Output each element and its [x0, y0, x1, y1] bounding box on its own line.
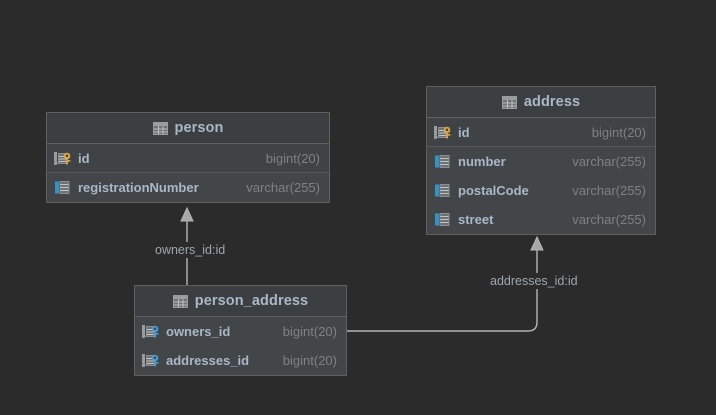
- column-name: number: [458, 154, 506, 169]
- entity-person-address-columns: owners_id bigint(20): [135, 317, 346, 375]
- column-row-address-street[interactable]: street varchar(255): [427, 205, 655, 234]
- entity-address-header: address: [427, 87, 655, 118]
- foreign-key-icon: [141, 324, 161, 339]
- entity-address[interactable]: address: [426, 86, 656, 235]
- column-name: id: [458, 124, 470, 140]
- foreign-key-icon: [141, 353, 161, 368]
- column-row-person-address-addresses-id[interactable]: addresses_id bigint(20): [135, 346, 346, 375]
- entity-person-header: person: [47, 113, 329, 144]
- relationship-label-owners-id: owners_id:id: [152, 242, 229, 258]
- table-icon: [172, 294, 188, 308]
- primary-key-icon: [433, 125, 453, 140]
- column-icon: [434, 154, 453, 169]
- entity-person-address[interactable]: person_address: [134, 285, 347, 376]
- column-type: bigint(20): [282, 353, 337, 368]
- column-type: varchar(255): [572, 154, 646, 169]
- column-icon: [434, 212, 453, 227]
- entity-person-address-header: person_address: [135, 286, 346, 317]
- entity-person-title: person: [174, 120, 224, 136]
- entity-person-columns: id bigint(20) registrationNumber varchar…: [47, 144, 329, 202]
- entity-address-columns: id bigint(20) number varchar(255): [427, 118, 655, 234]
- column-name: registrationNumber: [78, 180, 199, 195]
- column-name: addresses_id: [166, 353, 250, 368]
- entity-person-address-title: person_address: [194, 293, 309, 309]
- column-name: id: [78, 150, 90, 166]
- column-type: bigint(20): [591, 124, 646, 140]
- column-name: street: [458, 212, 494, 227]
- column-type: varchar(255): [246, 180, 320, 195]
- column-row-address-postalcode[interactable]: postalCode varchar(255): [427, 176, 655, 205]
- column-type: bigint(20): [265, 150, 320, 166]
- entity-person[interactable]: person: [46, 112, 330, 203]
- column-row-person-registrationnumber[interactable]: registrationNumber varchar(255): [47, 173, 329, 202]
- column-row-address-id[interactable]: id bigint(20): [427, 118, 655, 147]
- primary-key-icon: [53, 151, 73, 166]
- column-icon: [434, 183, 453, 198]
- column-row-person-id[interactable]: id bigint(20): [47, 144, 329, 173]
- column-name: owners_id: [166, 324, 231, 339]
- column-row-address-number[interactable]: number varchar(255): [427, 147, 655, 176]
- relationship-label-addresses-id: addresses_id:id: [487, 273, 581, 289]
- entity-address-title: address: [523, 94, 581, 110]
- table-icon: [152, 121, 168, 135]
- column-row-person-address-owners-id[interactable]: owners_id bigint(20): [135, 317, 346, 346]
- column-type: varchar(255): [572, 183, 646, 198]
- column-icon: [54, 180, 73, 195]
- column-type: bigint(20): [282, 324, 337, 339]
- column-name: postalCode: [458, 183, 529, 198]
- table-icon: [501, 95, 517, 109]
- column-type: varchar(255): [572, 212, 646, 227]
